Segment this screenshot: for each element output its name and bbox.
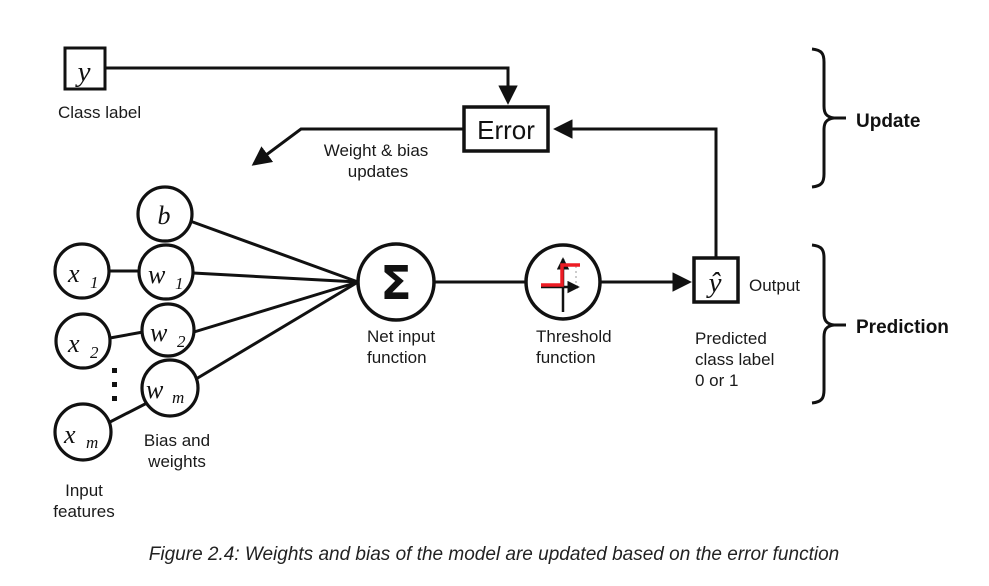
- xm-symbol: x: [63, 420, 76, 449]
- error-label: Error: [477, 115, 535, 145]
- ellipsis-dot: [112, 382, 117, 387]
- xm-circle: [53, 402, 113, 462]
- input-node-xm: x m: [53, 402, 113, 462]
- net-input-caption-line2: function: [367, 348, 427, 367]
- class-label-symbol: y: [75, 56, 91, 88]
- class-label-node: y Class label: [58, 46, 141, 122]
- threshold-node: Threshold function: [524, 243, 612, 367]
- update-label: Update: [856, 111, 920, 132]
- bias-weights-line2: weights: [147, 452, 206, 471]
- bias-node: b: [136, 185, 194, 243]
- x2-to-w2-line: [109, 330, 144, 340]
- output-label: Output: [749, 276, 800, 295]
- prediction-bracket: Prediction: [811, 243, 949, 405]
- threshold-caption-line2: function: [536, 348, 596, 367]
- weight-bias-updates-line2: updates: [348, 162, 409, 181]
- weight-bias-updates-line1: Weight & bias: [324, 141, 429, 160]
- w1-subscript: 1: [175, 274, 184, 293]
- xm-subscript: m: [86, 433, 98, 452]
- x2-symbol: x: [67, 329, 80, 358]
- weight-bias-updates-label: Weight & bias updates: [324, 141, 429, 181]
- predicted-caption-line1: Predicted: [695, 329, 767, 348]
- b-to-sum-line: [189, 219, 359, 284]
- bias-symbol: b: [158, 201, 171, 230]
- bias-weights-line1: Bias and: [144, 431, 210, 450]
- w1-circle: [137, 243, 195, 301]
- x2-circle: [54, 312, 112, 370]
- net-input-node: Σ Net input function: [356, 242, 436, 367]
- w2-circle: [140, 302, 196, 358]
- wm-subscript: m: [172, 388, 184, 407]
- input-node-x2: x 2: [54, 312, 112, 370]
- x2-subscript: 2: [90, 343, 99, 362]
- w2-symbol: w: [150, 318, 168, 347]
- output-node: ŷ Output Predicted class label 0 or 1: [692, 256, 800, 390]
- output-symbol: ŷ: [706, 267, 722, 299]
- wm-to-sum-line: [195, 280, 359, 381]
- wm-symbol: w: [146, 375, 164, 404]
- predicted-caption-line2: class label: [695, 350, 774, 369]
- w1-symbol: w: [148, 260, 166, 289]
- w2-subscript: 2: [177, 332, 186, 351]
- weight-node-w2: w 2: [140, 302, 196, 358]
- input-features-label: Input features: [53, 481, 114, 521]
- bias-weights-label: Bias and weights: [144, 431, 210, 471]
- prediction-brace: [811, 243, 835, 405]
- x1-symbol: x: [67, 259, 80, 288]
- update-bracket: Update: [811, 47, 920, 189]
- vertical-ellipsis: [112, 368, 117, 401]
- sigma-symbol: Σ: [380, 256, 411, 310]
- figure-caption: Figure 2.4: Weights and bias of the mode…: [149, 544, 839, 565]
- wm-circle: [140, 358, 200, 418]
- threshold-caption-line1: Threshold: [536, 327, 612, 346]
- ellipsis-dot: [112, 396, 117, 401]
- error-to-weights-arrow: [251, 127, 464, 166]
- output-box: [692, 256, 740, 304]
- error-node: Error: [462, 105, 550, 153]
- x1-subscript: 1: [90, 273, 99, 292]
- step-function-icon: [541, 263, 580, 287]
- update-brace: [811, 47, 835, 189]
- net-input-caption-line1: Net input: [367, 327, 435, 346]
- class-label-to-error-arrow: [105, 66, 518, 105]
- xm-to-wm-line: [107, 401, 148, 425]
- w2-to-sum-line: [193, 280, 359, 334]
- class-label-caption: Class label: [58, 103, 141, 122]
- output-to-error-arrow: [553, 119, 718, 258]
- ellipsis-dot: [112, 368, 117, 373]
- weight-node-wm: w m: [140, 358, 200, 418]
- input-features-line1: Input: [65, 481, 103, 500]
- w1-to-sum-line: [192, 271, 359, 284]
- bias-circle: [136, 185, 194, 243]
- input-features-line2: features: [53, 502, 114, 521]
- input-node-x1: x 1: [53, 242, 111, 300]
- weight-node-w1: w 1: [137, 243, 195, 301]
- x1-circle: [53, 242, 111, 300]
- prediction-label: Prediction: [856, 317, 949, 338]
- predicted-caption-line3: 0 or 1: [695, 371, 738, 390]
